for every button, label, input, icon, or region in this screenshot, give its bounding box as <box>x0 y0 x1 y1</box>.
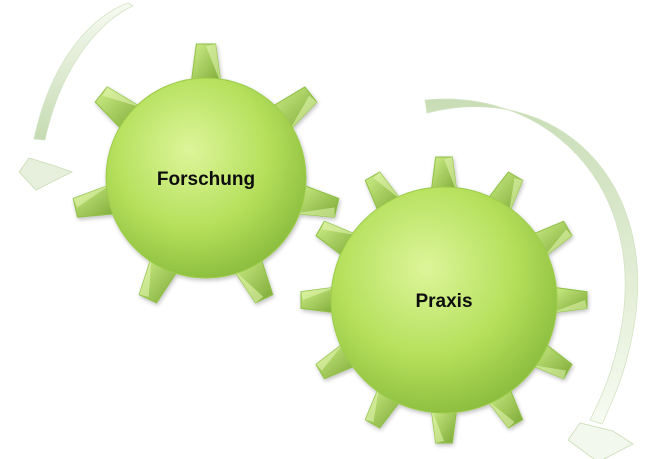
arrow-right <box>424 98 638 459</box>
gear-praxis-tooth-highlight <box>301 287 337 300</box>
gear-forschung: Forschung <box>72 43 340 304</box>
gear-forschung-tooth-highlight <box>288 95 317 132</box>
arrow-left-body <box>33 2 134 141</box>
gear-praxis-tooth-highlight <box>321 221 358 236</box>
gear-praxis-tooth-highlight <box>543 229 572 258</box>
gear-praxis-tooth-highlight <box>486 399 515 428</box>
gear-forschung-tooth-highlight <box>294 207 335 218</box>
gear-praxis-tooth-highlight <box>444 157 457 193</box>
gear-praxis-tooth-highlight <box>551 300 587 313</box>
gear-praxis-body <box>330 186 558 414</box>
gear-praxis-tooth-highlight <box>365 386 380 423</box>
gear-forschung-tooth-highlight <box>206 44 221 84</box>
gear-praxis-tooth-highlight <box>530 364 567 379</box>
arrow-right-body <box>424 98 638 425</box>
gear-forschung-tooth-highlight <box>139 256 152 297</box>
arrow-right-head <box>567 422 634 459</box>
gear-forschung-body <box>105 77 307 279</box>
gear-praxis-tooth-highlight <box>431 407 444 443</box>
gear-forschung-tooth-highlight <box>102 86 142 108</box>
gear-forschung-label: Forschung <box>157 169 255 190</box>
arrow-left-head <box>18 157 74 191</box>
gear-forschung-tooth-highlight <box>233 269 264 303</box>
arrow-left <box>18 2 134 191</box>
gear-praxis-tooth-highlight <box>508 177 523 214</box>
gear-forschung-tooth-highlight <box>73 184 111 208</box>
gear-praxis-label: Praxis <box>415 291 472 312</box>
gear-praxis-tooth-highlight <box>373 172 402 201</box>
gear-praxis-tooth-highlight <box>316 342 345 371</box>
gear-praxis: Praxis <box>300 156 588 444</box>
